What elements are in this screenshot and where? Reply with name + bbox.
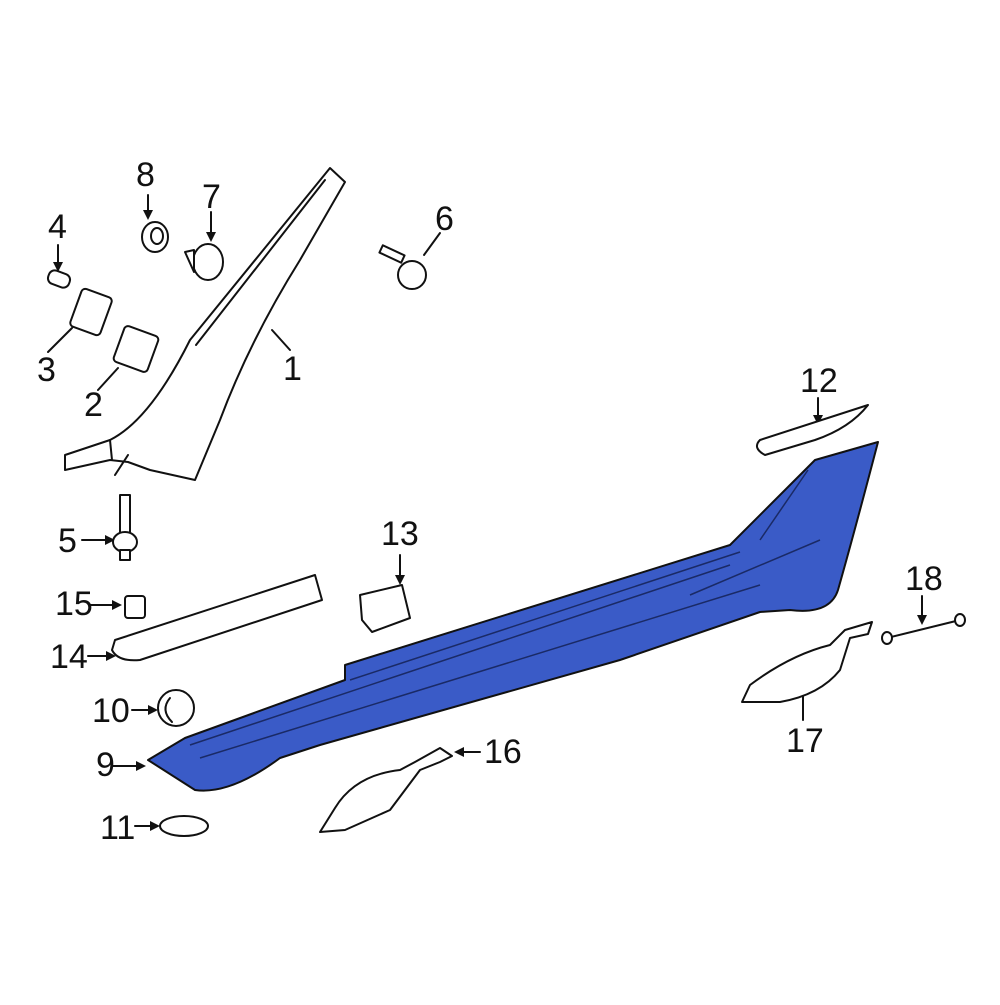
callout-4: 4 bbox=[48, 208, 67, 246]
part-14-sill-trim[interactable] bbox=[111, 574, 323, 662]
part-15-clip[interactable] bbox=[124, 595, 146, 619]
callout-6: 6 bbox=[435, 200, 454, 238]
part-10-grommet[interactable] bbox=[157, 689, 195, 727]
part-16-bracket[interactable] bbox=[319, 747, 453, 833]
callout-9: 9 bbox=[96, 746, 115, 784]
part-11-plug[interactable] bbox=[159, 815, 209, 837]
part-13-bracket[interactable] bbox=[359, 584, 411, 633]
callout-14: 14 bbox=[50, 638, 88, 676]
part-3-clip[interactable] bbox=[69, 287, 113, 337]
callout-5: 5 bbox=[58, 522, 77, 560]
leader-lines bbox=[47, 194, 927, 831]
callout-17: 17 bbox=[786, 722, 824, 760]
part-7-push-pin[interactable] bbox=[184, 243, 224, 281]
part-6-bolt[interactable] bbox=[378, 244, 427, 290]
part-1-pillar-trim[interactable] bbox=[64, 167, 346, 481]
callout-13: 13 bbox=[381, 515, 419, 553]
callout-3: 3 bbox=[37, 351, 56, 389]
part-17-bracket[interactable] bbox=[741, 621, 873, 703]
callout-1: 1 bbox=[283, 350, 302, 388]
part-18-rod[interactable] bbox=[881, 613, 966, 645]
part-5-bolt[interactable] bbox=[112, 494, 138, 561]
part-4-pin[interactable] bbox=[46, 269, 72, 290]
callout-2: 2 bbox=[84, 386, 103, 424]
callout-7: 7 bbox=[202, 178, 221, 216]
callout-16: 16 bbox=[484, 733, 522, 771]
part-2-clip[interactable] bbox=[112, 325, 160, 373]
part-8-grommet[interactable] bbox=[141, 221, 169, 253]
callout-12: 12 bbox=[800, 362, 838, 400]
part-12-trim-piece[interactable] bbox=[755, 404, 869, 456]
part-9-rocker-panel[interactable] bbox=[147, 441, 879, 792]
callout-10: 10 bbox=[92, 692, 130, 730]
callout-15: 15 bbox=[55, 585, 93, 623]
callout-18: 18 bbox=[905, 560, 943, 598]
callout-11: 11 bbox=[100, 809, 136, 847]
callout-8: 8 bbox=[136, 156, 155, 194]
